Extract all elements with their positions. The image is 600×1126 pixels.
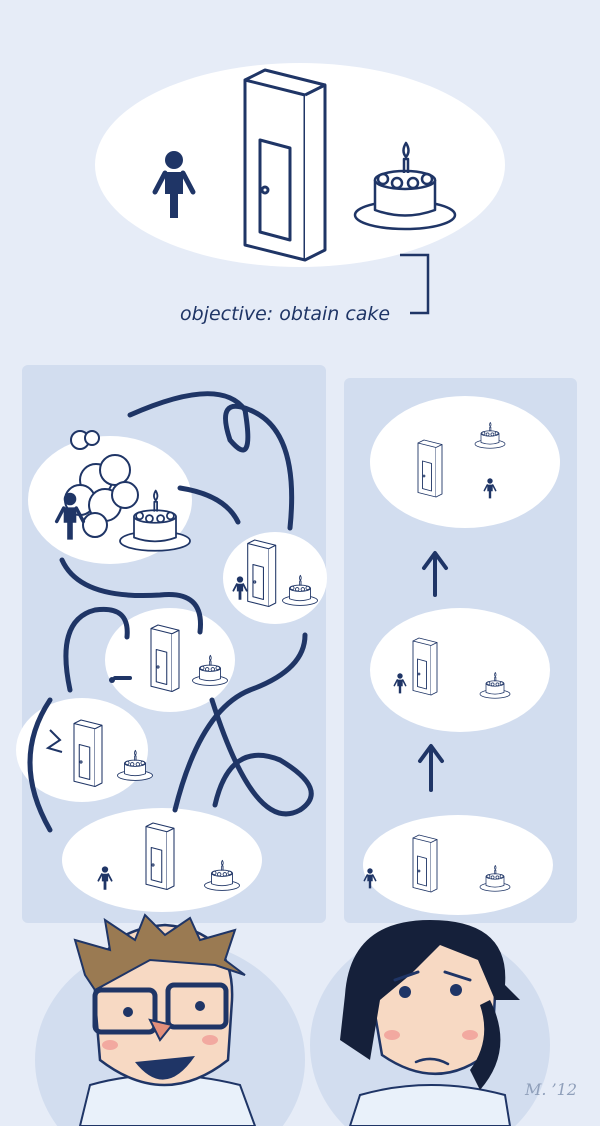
bubble-explosion — [28, 430, 192, 564]
artist-signature: M. ’12 — [524, 1080, 577, 1099]
bubble-start-left — [62, 808, 262, 912]
bubble-start-right — [363, 815, 553, 915]
bubble-door-open — [370, 608, 550, 732]
objective-caption: objective: obtain cake — [180, 303, 390, 325]
left-panel-chaotic-path — [16, 365, 327, 923]
door-icon — [243, 68, 327, 262]
bubble-running-away — [105, 608, 235, 712]
character-right-dark-hair — [310, 920, 550, 1126]
chaotic-arrows — [27, 391, 314, 833]
bubble-door-crash — [16, 698, 153, 802]
right-panel-direct-path — [344, 378, 577, 923]
objective-scene — [95, 63, 505, 315]
bubble-cake-obtained — [370, 396, 560, 528]
bubble-open-door — [223, 532, 327, 624]
character-left-glasses — [35, 913, 305, 1126]
